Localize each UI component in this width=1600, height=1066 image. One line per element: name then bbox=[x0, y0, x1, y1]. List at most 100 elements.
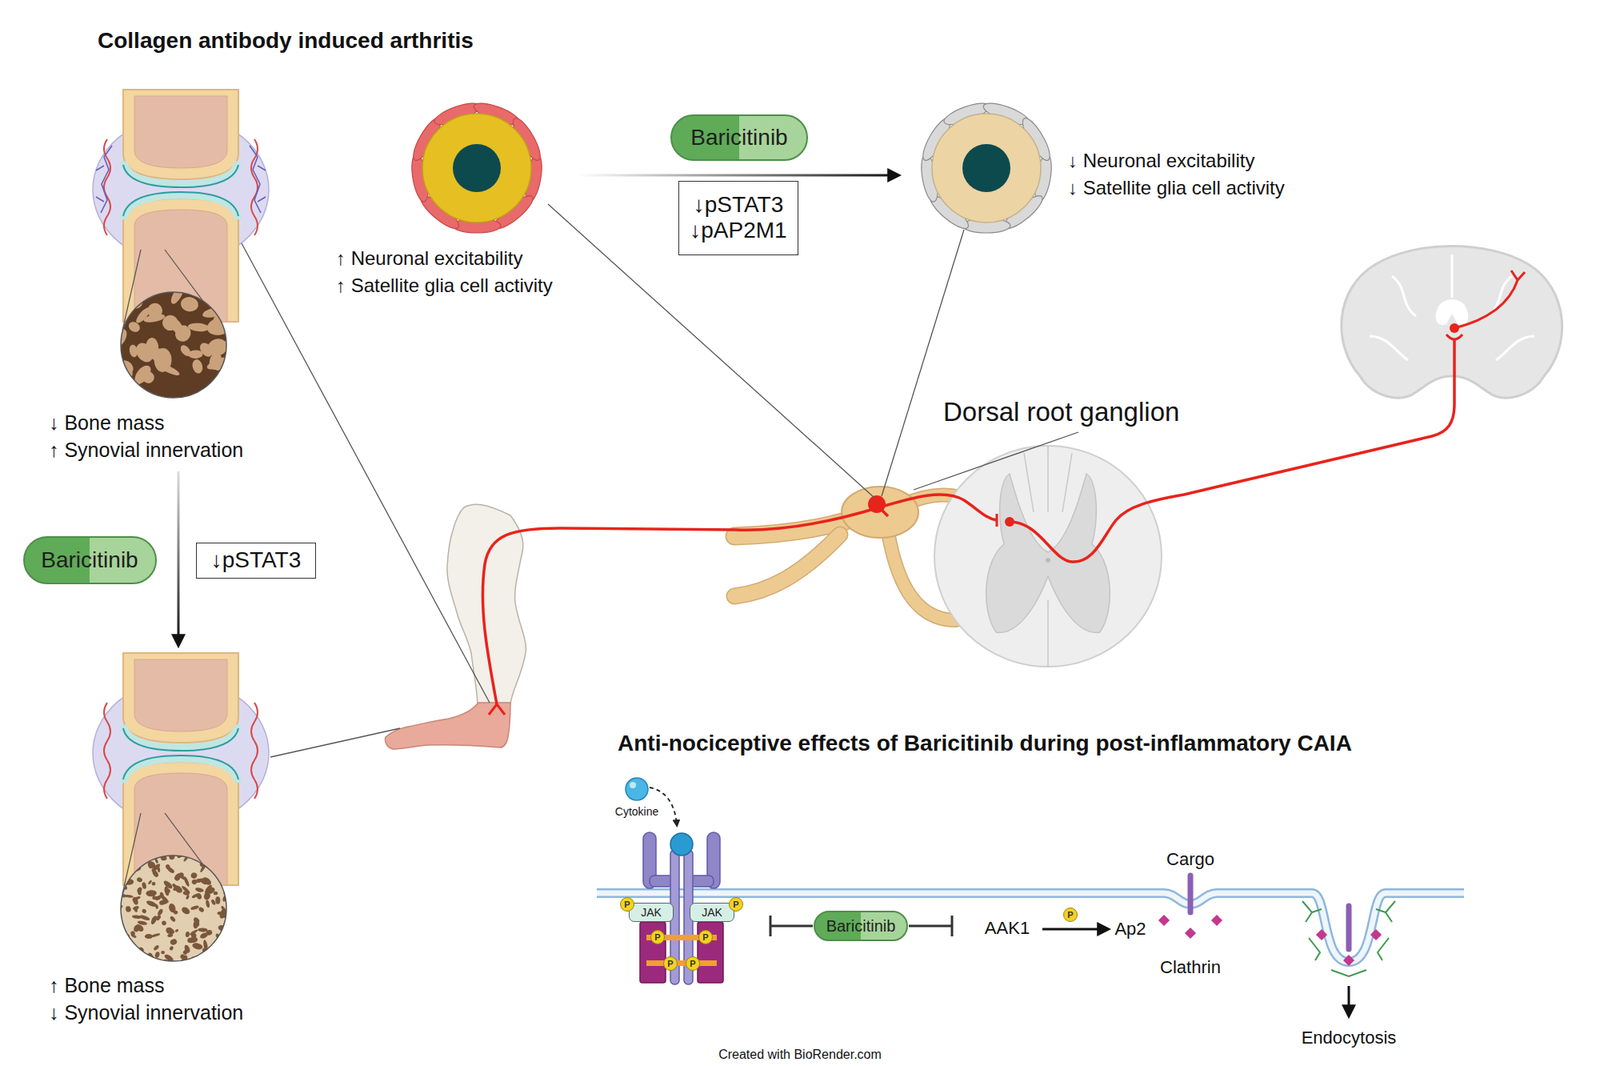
knee-joint bbox=[92, 652, 269, 968]
trabecula bbox=[118, 956, 129, 966]
cell-membrane bbox=[596, 892, 1464, 962]
adaptor-protein bbox=[1370, 928, 1382, 940]
trabecula bbox=[217, 856, 226, 864]
node-text: ↓pAP2M1 bbox=[689, 217, 787, 244]
trabecula bbox=[188, 928, 199, 936]
trabecula bbox=[109, 326, 130, 350]
trabecula bbox=[224, 949, 229, 954]
adaptor-protein bbox=[1184, 927, 1196, 939]
trabecula bbox=[120, 932, 128, 939]
sensory-soma bbox=[868, 495, 886, 513]
cargo bbox=[1346, 905, 1352, 949]
phospho-circle: P bbox=[698, 929, 713, 944]
trabecula bbox=[219, 871, 229, 881]
nerve-ending bbox=[488, 704, 505, 715]
zoom-circle bbox=[120, 855, 227, 961]
trabecula bbox=[143, 312, 166, 324]
annotation-label: AAK1 bbox=[983, 917, 1032, 938]
drug-pill: Baricitinib bbox=[813, 910, 909, 941]
trabecula bbox=[118, 389, 141, 412]
kinase-box: JAK bbox=[628, 902, 674, 922]
trabecula bbox=[191, 941, 204, 951]
cartilage-edge bbox=[123, 192, 239, 216]
drug-pill: Baricitinib bbox=[23, 536, 157, 584]
cartilage-edge bbox=[123, 728, 239, 751]
trabecula bbox=[152, 944, 160, 952]
annotation-label: Cargo bbox=[1164, 848, 1216, 869]
trabecula bbox=[191, 878, 198, 885]
trabecula bbox=[215, 867, 227, 879]
phospho-circle: P bbox=[685, 956, 700, 971]
annotation-label: ↓ Satellite glia cell activity bbox=[1066, 176, 1287, 200]
trabecula bbox=[116, 896, 120, 908]
trabecula bbox=[151, 868, 160, 878]
trabecula bbox=[132, 956, 139, 962]
trabecula bbox=[191, 358, 204, 375]
trabecula bbox=[148, 852, 155, 859]
trabecula bbox=[197, 906, 205, 913]
trabecula bbox=[178, 343, 192, 358]
signal-domain bbox=[697, 921, 724, 983]
trabecula bbox=[172, 884, 184, 895]
cartilage bbox=[123, 195, 239, 220]
zoom-circle bbox=[120, 292, 227, 398]
trabecula bbox=[188, 349, 204, 359]
bone-texture bbox=[109, 284, 237, 412]
blood-vessel bbox=[251, 139, 258, 236]
trabecula bbox=[151, 881, 156, 886]
trabecula bbox=[127, 853, 135, 861]
annotation-label: Created with BioRender.com bbox=[716, 1047, 884, 1062]
bound-cytokine bbox=[670, 832, 693, 856]
annotation-label: ↑ Neuronal excitability bbox=[334, 247, 524, 270]
trabecula bbox=[110, 383, 137, 401]
trabecula bbox=[136, 950, 142, 957]
trabecula bbox=[160, 950, 165, 955]
trabecula bbox=[174, 928, 180, 932]
sensory-neuron bbox=[482, 494, 997, 704]
cortical-projection bbox=[1454, 270, 1525, 328]
trabecula bbox=[164, 863, 171, 870]
effect-box: ↓pSTAT3 bbox=[196, 542, 316, 579]
annotation-label: Clathrin bbox=[1158, 956, 1223, 977]
drg-neuron bbox=[408, 99, 545, 234]
cartilage-edge bbox=[123, 755, 239, 780]
trabecula bbox=[217, 956, 226, 962]
phospho-circle: P bbox=[650, 929, 665, 944]
trabecula bbox=[158, 898, 169, 905]
trabecula bbox=[132, 864, 142, 872]
annotation-label: Endocytosis bbox=[1300, 1027, 1399, 1048]
upper-bone bbox=[123, 652, 239, 743]
projection-neuron bbox=[1009, 340, 1455, 562]
blood-vessel bbox=[104, 139, 111, 236]
texture-ground bbox=[120, 855, 227, 961]
drg-neuron bbox=[918, 99, 1055, 234]
blood-vessel bbox=[104, 702, 111, 799]
neuron-soma bbox=[932, 113, 1041, 223]
trabecula bbox=[140, 908, 148, 915]
cell-membrane-core bbox=[596, 892, 1464, 962]
trabecula bbox=[164, 925, 176, 935]
ganglion bbox=[841, 486, 919, 538]
inhibition-line bbox=[908, 915, 952, 936]
trabecula bbox=[112, 903, 124, 912]
trabecula bbox=[219, 960, 226, 967]
trabecula bbox=[154, 903, 159, 909]
trabecula bbox=[136, 885, 143, 893]
node-text: ↓pSTAT3 bbox=[211, 547, 302, 573]
trabecula bbox=[190, 904, 200, 911]
annotation-label: ↑ Bone mass bbox=[47, 973, 167, 997]
node-text: P bbox=[689, 958, 696, 969]
kinase-box: JAK bbox=[689, 902, 735, 922]
annotation-label: Ap2 bbox=[1112, 918, 1148, 939]
trabecula bbox=[192, 917, 200, 929]
trabecula bbox=[130, 932, 137, 938]
cartilage-edge bbox=[123, 164, 239, 188]
leader-line bbox=[241, 243, 490, 703]
trabecula bbox=[147, 879, 152, 885]
neuron-nucleus bbox=[962, 144, 1011, 192]
nerve-fiber bbox=[96, 165, 104, 202]
trabecula bbox=[118, 870, 125, 877]
endocytosis-arrow bbox=[1348, 985, 1351, 1013]
trabecula bbox=[153, 849, 163, 856]
